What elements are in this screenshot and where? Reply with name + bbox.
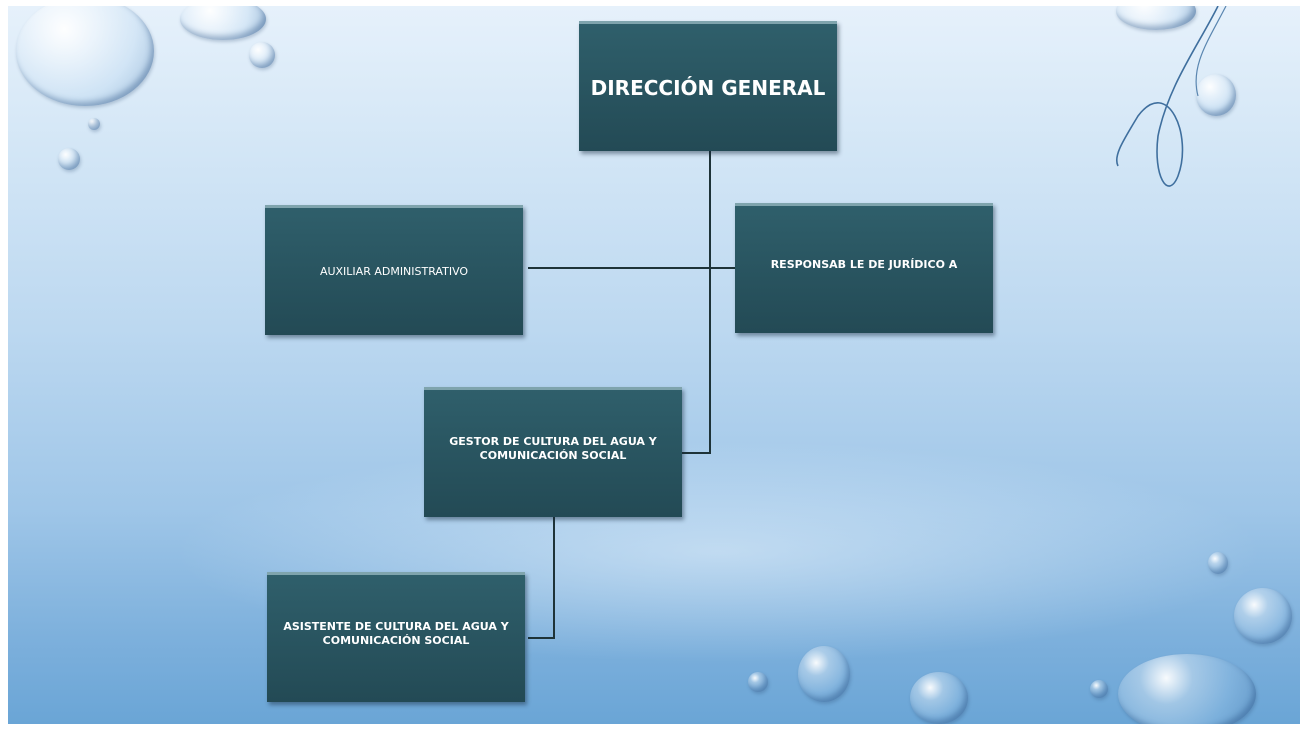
node-auxiliar-administrativo: AUXILIAR ADMINISTRATIVO: [265, 205, 523, 335]
water-drop-icon: [910, 672, 968, 724]
connector-gestor-asistente: [528, 516, 555, 639]
node-label: AUXILIAR ADMINISTRATIVO: [319, 264, 469, 278]
water-drop-icon: [1118, 654, 1256, 724]
swirl-decoration-icon: [1116, 6, 1227, 187]
node-asistente-cultura: ASISTENTE DE CULTURA DEL AGUA Y COMUNICA…: [267, 572, 525, 702]
node-label: ASISTENTE DE CULTURA DEL AGUA Y COMUNICA…: [283, 620, 509, 647]
slide-background: DIRECCIÓN GENERAL AUXILIAR ADMINISTRATIV…: [8, 6, 1300, 724]
water-drop-icon: [58, 148, 80, 170]
node-label: DIRECCIÓN GENERAL: [590, 75, 826, 100]
node-label: RESPONSAB LE DE JURÍDICO A: [770, 257, 958, 271]
water-drop-icon: [180, 6, 266, 40]
org-chart-connectors: [528, 151, 738, 639]
connector-direccion-trunk: [682, 151, 711, 454]
water-drop-icon: [798, 646, 850, 702]
water-drop-icon: [88, 118, 100, 130]
node-label: GESTOR DE CULTURA DEL AGUA Y COMUNICACIÓ…: [449, 435, 657, 462]
node-gestor-cultura: GESTOR DE CULTURA DEL AGUA Y COMUNICACIÓ…: [424, 387, 682, 517]
water-drop-icon: [249, 42, 275, 68]
water-drop-icon: [1090, 680, 1108, 698]
water-drop-icon: [1196, 74, 1236, 116]
node-responsable-juridico: RESPONSAB LE DE JURÍDICO A: [735, 203, 993, 333]
water-drop-icon: [16, 6, 154, 106]
water-drop-icon: [748, 672, 768, 692]
water-drop-icon: [1208, 552, 1228, 574]
water-drop-icon: [1234, 588, 1292, 644]
node-direccion-general: DIRECCIÓN GENERAL: [579, 21, 837, 151]
